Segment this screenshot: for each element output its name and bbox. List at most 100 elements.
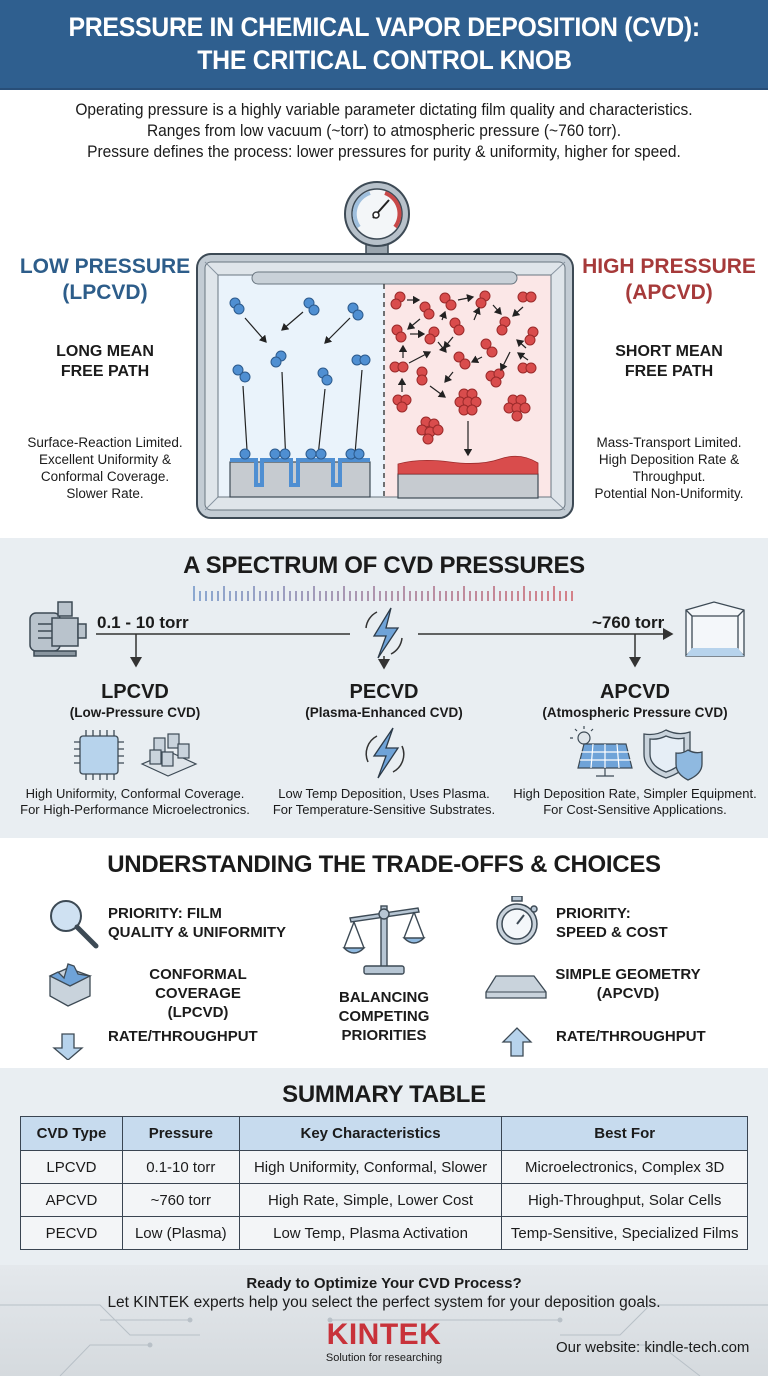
tradeoff-line: QUALITY & UNIFORMITY xyxy=(108,924,287,941)
apcvd-icons xyxy=(570,726,703,781)
page-header: PRESSURE IN CHEMICAL VAPOR DEPOSITION (C… xyxy=(0,0,768,90)
spectrum-item-apcvd: APCVD (Atmospheric Pressure CVD) xyxy=(504,680,766,721)
spectrum-item-lpcvd: LPCVD (Low-Pressure CVD) xyxy=(0,680,270,721)
high-pressure-range: ~760 torr xyxy=(592,613,665,632)
desc-line: Mass-Transport Limited. xyxy=(596,435,742,450)
intro-text: Operating pressure is a highly variable … xyxy=(0,100,768,163)
path-line: LONG MEAN xyxy=(56,343,154,360)
tradeoff-line: (APCVD) xyxy=(596,985,660,1002)
desc-line: Throughput. xyxy=(632,469,706,484)
desc-line: High Deposition Rate, Simpler Equipment. xyxy=(513,786,757,801)
magnifier-icon xyxy=(50,900,99,949)
plasma-bolt-icon xyxy=(365,607,403,659)
circuit-lines-decoration xyxy=(0,1304,768,1376)
tradeoff-line: CONFORMAL COVERAGE xyxy=(149,966,247,1002)
high-pressure-description: Mass-Transport Limited. High Deposition … xyxy=(570,434,768,502)
spectrum-item-pecvd: PECVD (Plasma-Enhanced CVD) xyxy=(250,680,518,721)
path-line: SHORT MEAN xyxy=(615,343,723,360)
tradeoff-left-item-1: PRIORITY: FILM QUALITY & UNIFORMITY xyxy=(108,904,286,942)
desc-line: Conformal Coverage. xyxy=(40,469,170,484)
table-row: PECVD Low (Plasma) Low Temp, Plasma Acti… xyxy=(20,1216,748,1250)
process-subtitle: (Low-Pressure CVD) xyxy=(69,705,201,720)
balancing-priorities-label: BALANCING COMPETING PRIORITIES xyxy=(320,988,448,1045)
flat-slab-icon xyxy=(485,975,547,999)
tradeoff-line: (LPCVD) xyxy=(167,1004,229,1021)
balance-scale-icon xyxy=(342,905,426,975)
path-line: FREE PATH xyxy=(60,363,150,380)
footer xyxy=(0,1265,768,1376)
kintek-logo: KINTEK xyxy=(326,1318,442,1351)
page-title-line1: PRESSURE IN CHEMICAL VAPOR DEPOSITION (C… xyxy=(68,12,700,42)
table-cell: ~760 torr xyxy=(121,1183,240,1217)
table-cell: High Rate, Simple, Lower Cost xyxy=(238,1183,503,1217)
spectrum-title: A SPECTRUM OF CVD PRESSURES xyxy=(183,552,585,579)
high-pressure-heading: HIGH PRESSURE (APCVD) xyxy=(570,254,768,306)
high-title: HIGH PRESSURE xyxy=(582,255,756,278)
path-line: FREE PATH xyxy=(624,363,714,380)
process-subtitle: (Plasma-Enhanced CVD) xyxy=(305,705,463,720)
apcvd-description: High Deposition Rate, Simpler Equipment.… xyxy=(504,786,766,818)
intro-line: Pressure defines the process: lower pres… xyxy=(87,143,681,161)
cvd-chamber-diagram xyxy=(196,181,574,519)
pecvd-description: Low Temp Deposition, Uses Plasma. For Te… xyxy=(250,786,518,818)
microchip-icon xyxy=(74,730,124,780)
table-cell: LPCVD xyxy=(20,1150,123,1184)
desc-line: Surface-Reaction Limited. xyxy=(27,435,183,450)
tradeoff-line: PRIORITY: FILM xyxy=(108,905,222,922)
table-cell: High Uniformity, Conformal, Slower xyxy=(238,1150,503,1184)
process-name: APCVD xyxy=(599,681,670,703)
arrow-up-icon xyxy=(501,1027,533,1057)
process-name: LPCVD xyxy=(101,681,169,703)
high-subtitle: (APCVD) xyxy=(625,281,713,304)
tradeoff-left-item-2: CONFORMAL COVERAGE (LPCVD) xyxy=(108,965,288,1022)
pressure-axis xyxy=(29,601,745,670)
short-mean-free-path-label: SHORT MEAN FREE PATH xyxy=(570,342,768,382)
arrow-down-icon xyxy=(52,1033,84,1060)
page-title-line2: THE CRITICAL CONTROL KNOB xyxy=(196,45,572,75)
table-cell: Microelectronics, Complex 3D xyxy=(501,1150,748,1184)
desc-line: For Cost-Sensitive Applications. xyxy=(543,802,727,817)
low-title: LOW PRESSURE xyxy=(19,255,191,278)
stopwatch-icon xyxy=(496,896,538,945)
tradeoff-left-item-3: RATE/THROUGHPUT xyxy=(108,1028,258,1045)
desc-line: For Temperature-Sensitive Substrates. xyxy=(272,802,496,817)
vacuum-pump-icon xyxy=(29,601,87,657)
pressure-gauge-icon xyxy=(344,181,410,257)
tradeoff-line: PRIORITY: xyxy=(556,905,631,922)
shield-icon xyxy=(643,729,703,781)
tradeoff-left-icons xyxy=(48,900,99,1060)
atmospheric-chamber-icon xyxy=(685,601,745,657)
intro-line: Ranges from low vacuum (~torr) to atmosp… xyxy=(146,122,622,140)
desc-line: High Uniformity, Conformal Coverage. xyxy=(25,786,245,801)
tradeoff-line: PRIORITIES xyxy=(341,1027,427,1044)
column-header: Key Characteristics xyxy=(238,1116,503,1151)
desc-line: Low Temp Deposition, Uses Plasma. xyxy=(278,786,490,801)
website-link[interactable]: Our website: kindle-tech.com xyxy=(556,1339,750,1356)
intro-line: Operating pressure is a highly variable … xyxy=(75,101,693,119)
column-header: Pressure xyxy=(121,1116,240,1151)
low-pressure-description: Surface-Reaction Limited. Excellent Unif… xyxy=(0,434,210,502)
desc-line: High Deposition Rate & xyxy=(598,452,740,467)
plasma-bolt-icon xyxy=(365,727,405,779)
tradeoff-line: BALANCING xyxy=(339,989,429,1006)
long-mean-free-path-label: LONG MEAN FREE PATH xyxy=(0,342,210,382)
table-cell: Temp-Sensitive, Specialized Films xyxy=(501,1216,748,1250)
summary-title: SUMMARY TABLE xyxy=(282,1081,486,1108)
table-cell: High-Throughput, Solar Cells xyxy=(501,1183,748,1217)
tradeoffs-title: UNDERSTANDING THE TRADE-OFFS & CHOICES xyxy=(107,851,661,878)
table-row: LPCVD 0.1-10 torr High Uniformity, Confo… xyxy=(20,1150,748,1184)
table-cell: Low (Plasma) xyxy=(121,1216,240,1250)
desc-line: Potential Non-Uniformity. xyxy=(594,486,744,501)
tradeoff-right-item-2: SIMPLE GEOMETRY (APCVD) xyxy=(550,965,706,1003)
process-subtitle: (Atmospheric Pressure CVD) xyxy=(542,705,728,720)
pressure-scale-ticks xyxy=(193,586,573,601)
table-cell: PECVD xyxy=(20,1216,123,1250)
low-pressure-heading: LOW PRESSURE (LPCVD) xyxy=(0,254,210,306)
summary-table: CVD Type Pressure Key Characteristics Be… xyxy=(20,1116,748,1250)
column-header: Best For xyxy=(501,1116,748,1151)
table-cell: Low Temp, Plasma Activation xyxy=(238,1216,503,1250)
solar-panel-icon xyxy=(570,726,633,777)
lpcvd-icons xyxy=(74,730,198,780)
conformal-block-icon xyxy=(48,963,93,1007)
desc-line: Slower Rate. xyxy=(66,486,144,501)
